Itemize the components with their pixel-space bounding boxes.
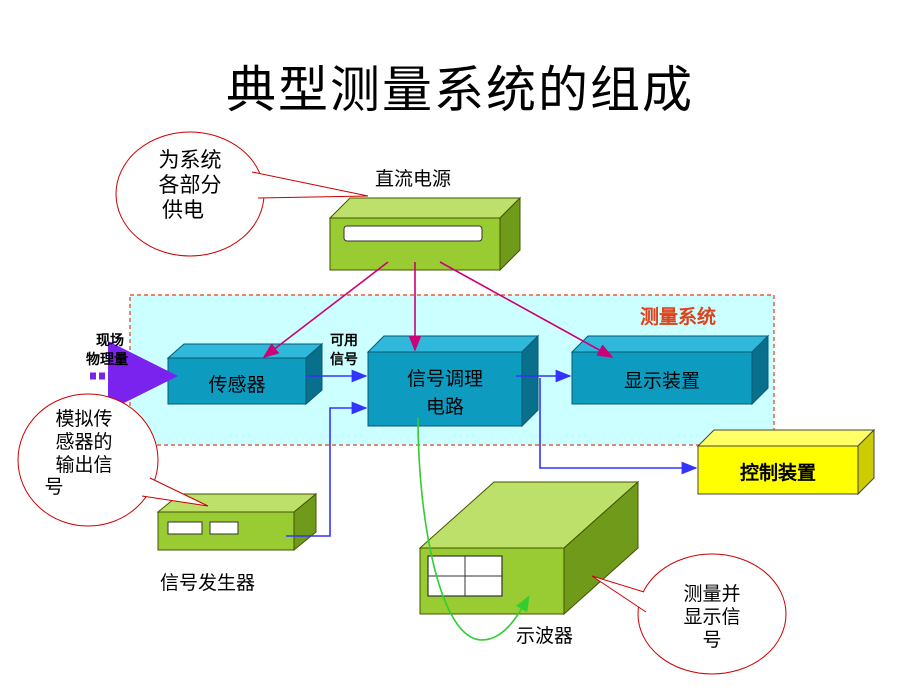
display-box	[570, 334, 770, 406]
display-label: 显示装置	[623, 370, 700, 392]
power-arrow-to-sensor	[262, 261, 389, 358]
generator-to-conditioning-arrow	[286, 401, 368, 537]
callout-power-line: 供电	[162, 198, 204, 223]
conditioning-label-line1: 信号调理	[406, 368, 483, 390]
callout-measure-line: 测量并	[683, 583, 741, 605]
callout-measure-line: 号	[702, 628, 722, 651]
oscilloscope-device	[418, 480, 640, 616]
power-supply-label: 直流电源	[375, 168, 452, 190]
callout-simulate-line: 输出信	[55, 453, 113, 476]
page-title: 典型测量系统的组成	[226, 61, 694, 119]
callout-measure	[591, 553, 787, 675]
generator-panel-left	[167, 521, 203, 535]
generator-panel-right	[209, 521, 239, 535]
sensor-box	[166, 342, 324, 406]
signal-conditioning-box	[366, 334, 540, 428]
callout-simulate	[17, 393, 209, 527]
power-supply-display-slot	[343, 225, 483, 242]
signal-generator-label: 信号发生器	[160, 572, 256, 594]
usable-signal-line2: 信号	[330, 352, 358, 368]
oscilloscope-probe-curve	[417, 417, 530, 641]
input-label-line1: 现场	[96, 333, 124, 349]
callout-power-line: 各部分	[158, 173, 222, 198]
callout-power-text: 为系统 各部分 供电	[138, 148, 242, 224]
region-label: 测量系统	[640, 306, 717, 328]
callout-measure-text: 测量并 显示信 号	[664, 583, 760, 651]
callout-simulate-line: 号	[44, 476, 64, 499]
control-box	[696, 428, 876, 496]
power-arrow-to-display	[439, 261, 614, 358]
sensor-label: 传感器	[208, 374, 266, 396]
callout-simulate-text: 模拟传 感器的 输出信 号	[34, 408, 134, 499]
oscilloscope-label: 示波器	[516, 625, 574, 647]
callout-simulate-line: 感器的	[55, 430, 113, 453]
usable-signal-line1: 可用	[330, 333, 358, 349]
callout-power-line: 为系统	[158, 148, 222, 172]
control-label: 控制装置	[739, 462, 816, 484]
callout-power	[115, 131, 369, 257]
conditioning-to-control-arrow	[539, 378, 698, 475]
input-label-line2: 物理量	[86, 352, 128, 368]
conditioning-label-line2: 电路	[425, 396, 464, 418]
dc-power-supply-device	[328, 196, 522, 272]
callout-measure-line: 显示信	[683, 605, 741, 628]
callout-simulate-line: 模拟传	[55, 408, 113, 430]
